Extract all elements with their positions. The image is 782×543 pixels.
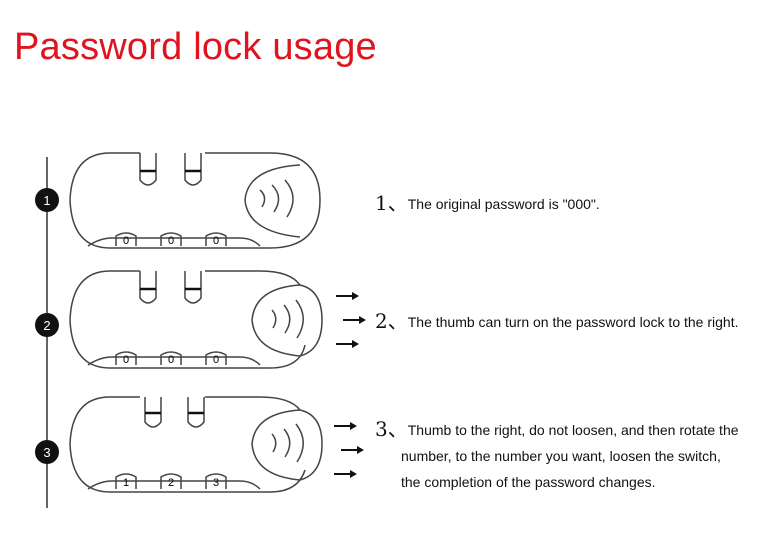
arrow-right-icon [334, 422, 364, 478]
lock2-digit-2: 0 [168, 354, 174, 366]
step-marker-1: 1 [35, 188, 59, 212]
step-3-number: 3、 [375, 417, 408, 441]
lock1-digit-1: 0 [123, 235, 129, 247]
lock2-digit-1: 0 [123, 354, 129, 366]
step-1-number: 1、 [375, 191, 408, 215]
step-2-description: The thumb can turn on the password lock … [407, 314, 739, 330]
step-3-line-2: number, to the number you want, loosen t… [401, 448, 721, 464]
lock2-digit-3: 0 [213, 354, 219, 366]
step-marker-3: 3 [35, 440, 59, 464]
lock1-digit-3: 0 [213, 235, 219, 247]
step-marker-2: 2 [35, 313, 59, 337]
step-3-line-3: the completion of the password changes. [401, 474, 656, 490]
step-2-text: 2、The thumb can turn on the password loc… [375, 308, 775, 335]
step-marker-1-label: 1 [43, 193, 50, 208]
lock-illustration-2 [69, 270, 323, 369]
lock3-digit-2: 2 [168, 477, 174, 489]
lock-illustration-1 [69, 152, 321, 249]
lock-illustration-3 [69, 396, 323, 493]
step-marker-3-label: 3 [43, 445, 50, 460]
lock3-digit-3: 3 [213, 477, 219, 489]
step-marker-2-label: 2 [43, 318, 50, 333]
step-3-line-1: Thumb to the right, do not loosen, and t… [407, 422, 739, 438]
arrow-right-icon [336, 292, 366, 348]
step-2-number: 2、 [375, 309, 408, 333]
step-3-text: 3、Thumb to the right, do not loosen, and… [375, 416, 775, 495]
step-1-text: 1、The original password is "000". [375, 190, 675, 217]
step-1-description: The original password is "000". [407, 196, 600, 212]
lock3-digit-1: 1 [123, 477, 129, 489]
lock1-digit-2: 0 [168, 235, 174, 247]
page-title: Password lock usage [14, 26, 377, 68]
